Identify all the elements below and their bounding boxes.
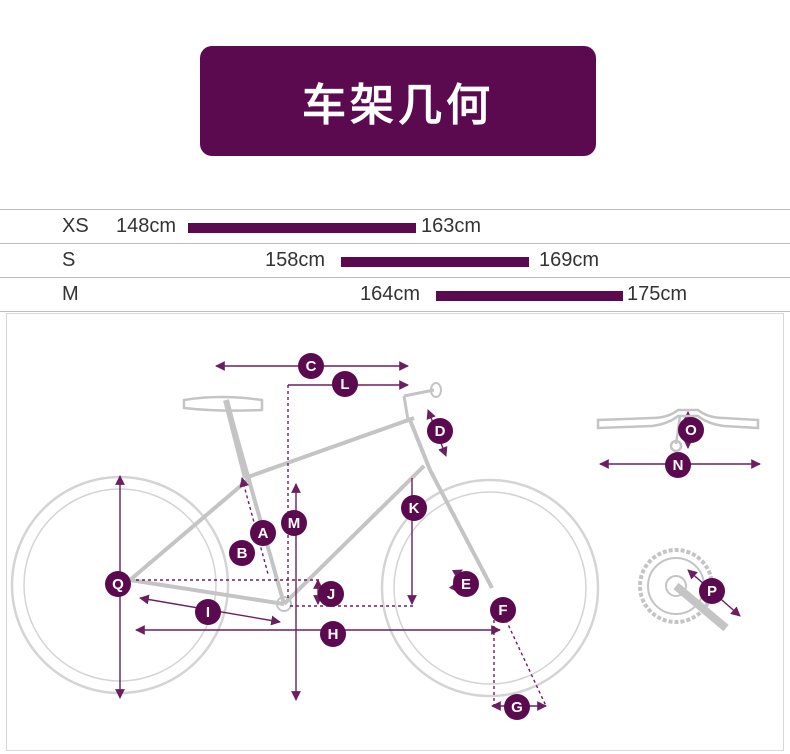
- label-o: O: [678, 417, 704, 443]
- label-h: H: [320, 621, 346, 647]
- svg-text:P: P: [707, 583, 717, 600]
- height-max: 175cm: [627, 283, 688, 305]
- svg-text:N: N: [673, 457, 684, 474]
- size-row-xs: XS 148cm 163cm: [0, 209, 790, 243]
- svg-text:J: J: [327, 586, 335, 603]
- svg-text:I: I: [206, 604, 210, 621]
- svg-text:K: K: [409, 500, 420, 517]
- handlebar-detail: [596, 408, 760, 453]
- label-g: G: [504, 694, 530, 720]
- height-max: 169cm: [539, 249, 600, 271]
- size-label: M: [62, 283, 79, 305]
- size-label: XS: [62, 215, 89, 237]
- label-l: L: [332, 371, 358, 397]
- geometry-diagram-frame: [6, 313, 784, 751]
- height-range-bar: [341, 257, 529, 267]
- label-e: E: [453, 571, 479, 597]
- front-wheel: [380, 478, 600, 698]
- svg-text:M: M: [288, 515, 301, 532]
- svg-text:G: G: [511, 699, 523, 716]
- height-min: 158cm: [265, 249, 326, 271]
- size-row-s: S 158cm 169cm: [0, 243, 790, 277]
- size-label: S: [62, 249, 76, 271]
- label-b: B: [229, 540, 255, 566]
- label-q: Q: [105, 571, 131, 597]
- height-range-bar: [188, 223, 416, 233]
- label-m: M: [281, 510, 307, 536]
- bike-frame: [128, 382, 494, 606]
- svg-text:F: F: [498, 602, 507, 619]
- svg-text:B: B: [237, 545, 248, 562]
- height-max: 163cm: [421, 215, 482, 237]
- label-c: C: [298, 353, 324, 379]
- svg-text:Q: Q: [112, 576, 124, 593]
- label-n: N: [665, 452, 691, 478]
- label-k: K: [401, 495, 427, 521]
- height-min: 164cm: [360, 283, 421, 305]
- size-row-m: M 164cm 175cm: [0, 277, 790, 312]
- svg-text:D: D: [435, 423, 446, 440]
- label-f: F: [490, 597, 516, 623]
- label-a: A: [250, 520, 276, 546]
- svg-text:A: A: [258, 525, 269, 542]
- size-range-table: XS 148cm 163cm S 158cm 169cm M 164cm 175…: [0, 209, 790, 312]
- svg-text:E: E: [461, 576, 471, 593]
- height-range-bar: [436, 291, 623, 301]
- height-min: 148cm: [116, 215, 177, 237]
- label-p: P: [699, 578, 725, 604]
- svg-text:O: O: [685, 422, 697, 439]
- svg-text:H: H: [328, 626, 339, 643]
- label-j: J: [318, 581, 344, 607]
- page-title: 车架几何: [200, 46, 596, 156]
- svg-text:L: L: [340, 376, 349, 393]
- svg-text:C: C: [306, 358, 317, 375]
- label-i: I: [195, 599, 221, 625]
- label-d: D: [427, 418, 453, 444]
